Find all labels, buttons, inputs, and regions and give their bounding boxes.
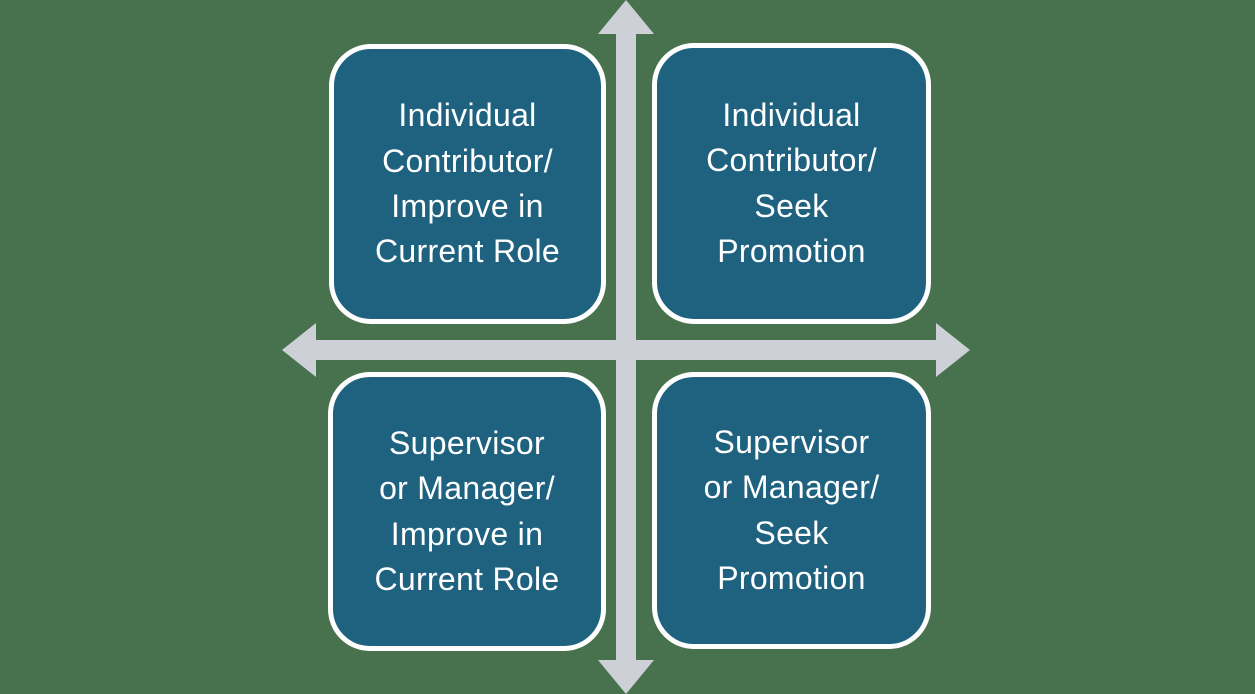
quadrant-bottom-left: Supervisor or Manager/ Improve in Curren… [328, 372, 606, 651]
quadrant-label: Supervisor or Manager/ Improve in Curren… [374, 424, 560, 597]
left-arrowhead-icon [282, 323, 316, 377]
quadrant-top-right: Individual Contributor/ Seek Promotion [652, 43, 931, 324]
quadrant-label: Supervisor or Manager/ Seek Promotion [703, 423, 880, 596]
quadrant-top-left: Individual Contributor/ Improve in Curre… [329, 44, 606, 324]
quadrant-label: Individual Contributor/ Seek Promotion [706, 96, 877, 269]
quadrant-bottom-right: Supervisor or Manager/ Seek Promotion [652, 372, 931, 649]
quadrant-label: Individual Contributor/ Improve in Curre… [374, 97, 560, 270]
right-arrowhead-icon [936, 323, 970, 377]
up-arrowhead-icon [598, 0, 654, 34]
horizontal-axis-line [310, 340, 942, 360]
down-arrowhead-icon [598, 660, 654, 694]
